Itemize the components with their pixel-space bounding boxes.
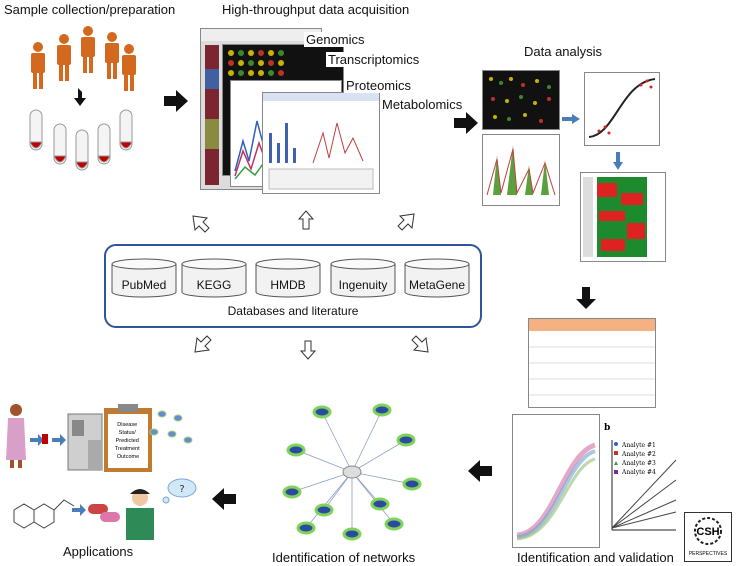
blue-arrow-icon	[72, 504, 86, 516]
molecule-structure-icon	[13, 499, 75, 529]
pills-icon	[88, 504, 120, 522]
heatmap-panel	[580, 172, 666, 262]
doctor-icon	[126, 489, 154, 540]
clipboard-icon	[104, 404, 152, 472]
down-arrow-icon	[74, 88, 86, 106]
data-analysis-label: Data analysis	[524, 44, 603, 59]
test-tubes	[29, 109, 133, 171]
database-cylinder-icon	[255, 258, 321, 298]
chromatogram-panel	[482, 134, 560, 206]
open-arrow-down-icon	[300, 340, 316, 360]
identification-validation-label: Identification and validation	[517, 550, 674, 565]
blue-arrow-icon	[52, 434, 66, 446]
open-arrow-up-right-icon	[397, 213, 415, 231]
blue-down-arrow-icon	[613, 152, 623, 170]
legend-analyte-4: Analyte #4	[621, 469, 656, 476]
svg-text:?: ?	[179, 484, 184, 495]
database-hmdb: HMDB	[270, 278, 306, 292]
mass-spectrometer-icon	[67, 413, 103, 471]
calibration-plot-panel: b Analyte #1 Analyte #2 Analyte #3 Analy…	[604, 420, 680, 546]
metabolomics-software-panel	[262, 92, 380, 194]
network-graph	[282, 403, 422, 541]
database-metagene: MetaGene	[408, 278, 466, 292]
amplification-curve-panel	[512, 414, 600, 548]
legend-analyte-2: Analyte #2	[621, 451, 656, 458]
open-arrow-up-icon	[298, 210, 314, 230]
blue-right-arrow-icon	[562, 114, 580, 124]
people-icons	[31, 26, 136, 91]
sigmoid-scatter-plot-panel	[584, 72, 660, 146]
databases-caption: Databases and literature	[227, 304, 359, 318]
database-kegg: KEGG	[196, 278, 232, 292]
clipboard-line-5: Outcome	[117, 454, 139, 460]
blue-arrow-icon	[30, 434, 44, 446]
microarray-image-panel	[482, 70, 560, 130]
database-pubmed: PubMed	[121, 278, 167, 292]
omics-proteomics-label: Proteomics	[344, 78, 414, 93]
thought-bubble-icon: ?	[162, 478, 197, 504]
database-cylinder-icon	[330, 258, 396, 298]
open-arrow-down-right-icon	[411, 335, 429, 353]
left-arrow-icon	[212, 488, 236, 510]
clipboard-line-2: Status/	[119, 430, 137, 436]
database-cylinder-icon	[181, 258, 247, 298]
sample-tube-icon	[42, 434, 48, 444]
right-arrow-icon	[164, 90, 188, 112]
database-ingenuity: Ingenuity	[338, 278, 388, 292]
logo-perspectives-text: PERSPECTIVES	[689, 551, 728, 557]
left-arrow-icon	[468, 460, 492, 482]
applications-label: Applications	[63, 544, 134, 559]
identification-networks-label: Identification of networks	[272, 550, 416, 565]
metabolite-table-panel	[528, 318, 656, 408]
database-cylinder-icon	[404, 258, 470, 298]
clipboard-line-4: Treatment	[115, 446, 140, 452]
legend-analyte-3: Analyte #3	[621, 460, 656, 467]
omics-metabolomics-label: Metabolomics	[380, 97, 465, 112]
omics-genomics-label: Genomics	[304, 32, 367, 47]
panel-b-label: b	[604, 423, 610, 433]
down-arrow-icon	[576, 287, 596, 309]
open-arrow-up-left-icon	[192, 215, 210, 233]
csh-perspectives-logo: CSH PERSPECTIVES	[684, 512, 732, 562]
applications-illustration: Disease Status/ Predicted Treatment Outc…	[6, 404, 197, 540]
svg-text:Disease Status/ Predic: Disease Status/ Predicted Treatment Outc…	[115, 422, 141, 460]
clipboard-line-3: Predicted	[116, 438, 139, 444]
clipboard-line-1: Disease	[117, 422, 137, 428]
sample-collection-label: Sample collection/preparation	[4, 2, 176, 17]
database-cylinder-icon	[111, 258, 177, 298]
omics-transcriptomics-label: Transcriptomics	[326, 52, 422, 67]
open-arrow-down-left-icon	[194, 335, 212, 353]
sample-collection-illustration	[29, 26, 136, 171]
patient-icon	[6, 404, 26, 468]
mini-network-icon	[149, 410, 193, 444]
legend-analyte-1: Analyte #1	[621, 442, 656, 449]
right-arrow-icon	[454, 112, 478, 134]
data-acquisition-label: High-throughput data acquisition	[222, 2, 410, 17]
logo-csh-text: CSH	[696, 526, 719, 538]
